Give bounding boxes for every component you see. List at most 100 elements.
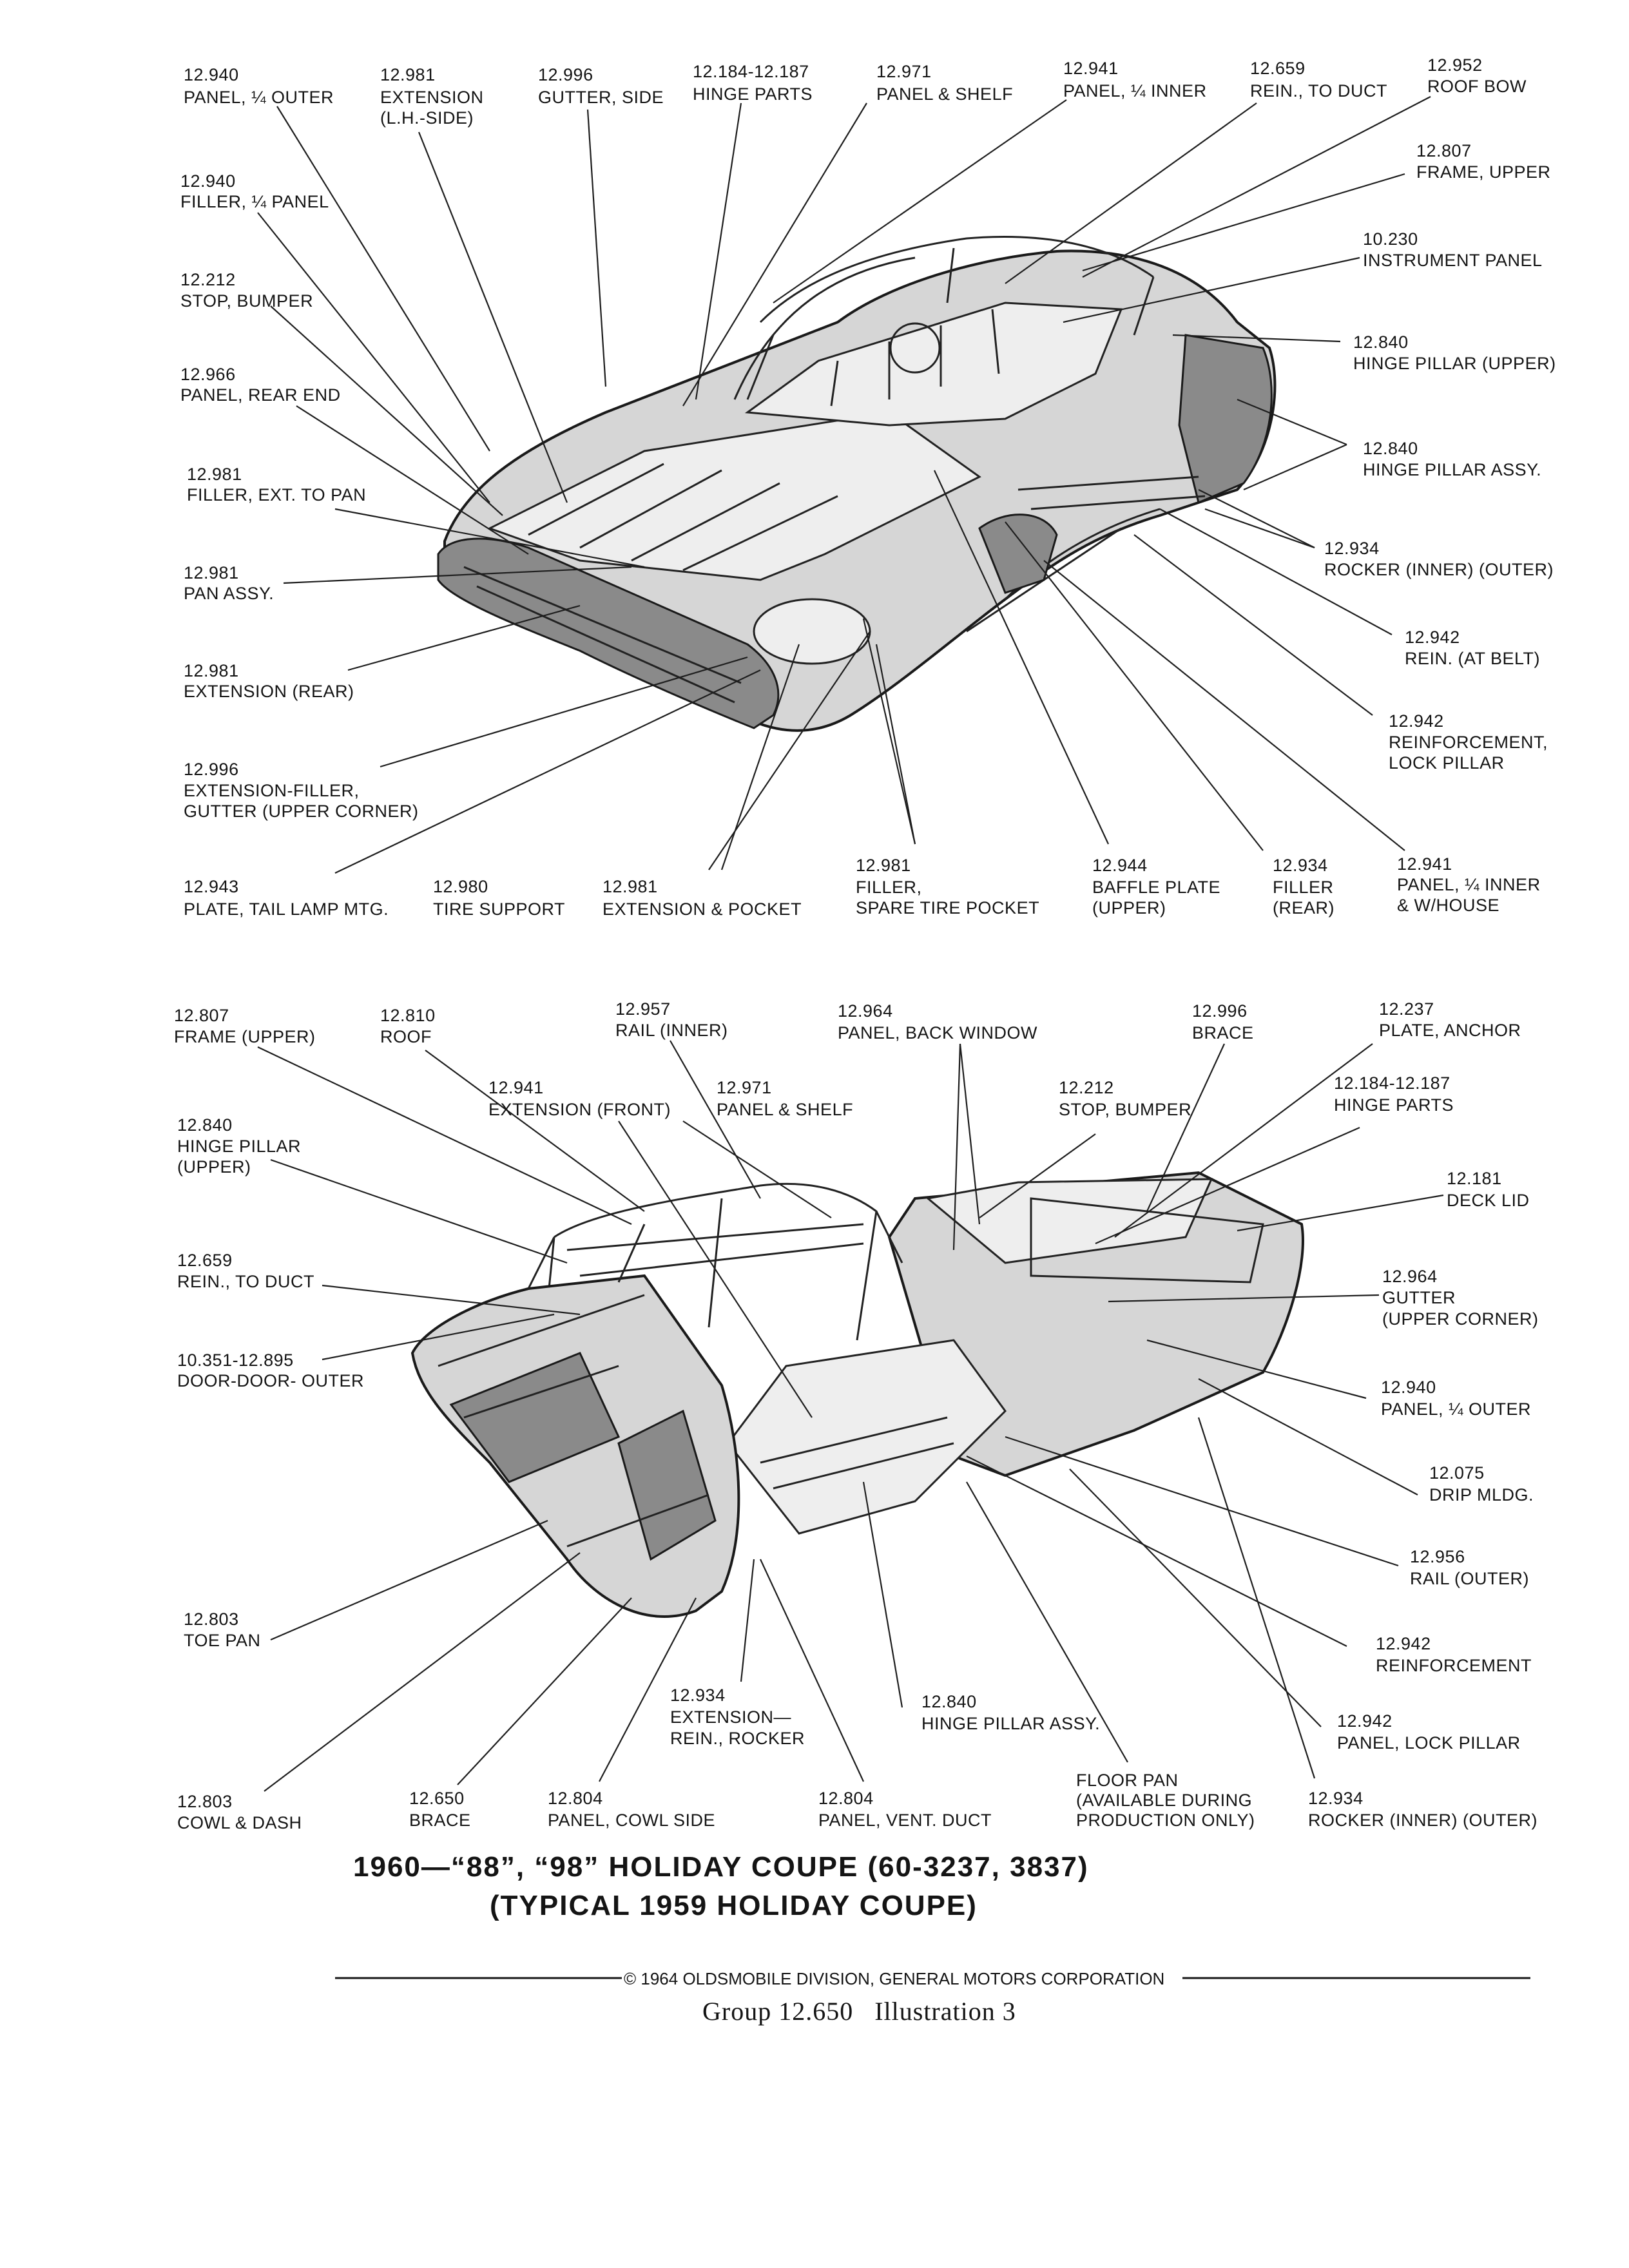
part-number: 12.810: [380, 1006, 436, 1025]
part-number: 12.934: [1273, 856, 1328, 875]
part-name: HINGE PARTS: [1334, 1095, 1454, 1115]
part-number: 12.803: [184, 1610, 239, 1629]
part-number: 12.981: [856, 856, 911, 875]
part-number: 12.181: [1447, 1169, 1502, 1188]
part-number: 12.981: [184, 661, 239, 680]
part-name: DECK LID: [1447, 1191, 1530, 1210]
part-name: HINGE PARTS: [693, 84, 813, 104]
part-name: GUTTER (UPPER CORNER): [184, 802, 419, 821]
part-number: 12.941: [488, 1078, 544, 1097]
part-name: ROCKER (INNER) (OUTER): [1308, 1811, 1537, 1830]
part-number: 12.956: [1410, 1547, 1465, 1566]
part-name: HINGE PILLAR (UPPER): [1353, 354, 1556, 373]
part-name: ROOF: [380, 1027, 432, 1046]
part-number: 12.957: [615, 999, 671, 1019]
part-number: 12.996: [184, 760, 239, 779]
part-number: 12.840: [177, 1115, 233, 1135]
part-number: 10.230: [1363, 229, 1418, 249]
part-name: (UPPER CORNER): [1382, 1309, 1539, 1329]
top-leader-lines: [257, 96, 1431, 874]
part-name: FILLER: [1273, 878, 1334, 897]
bottom-view-labels: 12.807 FRAME (UPPER) 12.810 ROOF 12.957 …: [174, 999, 1539, 1832]
part-name: REIN., TO DUCT: [177, 1272, 314, 1291]
part-name: FILLER, EXT. TO PAN: [187, 485, 366, 505]
part-name: REINFORCEMENT,: [1389, 733, 1548, 752]
part-number: 12.981: [187, 465, 242, 484]
part-number: 12.941: [1397, 854, 1452, 874]
part-name: RAIL (INNER): [615, 1021, 728, 1040]
part-number: 12.941: [1063, 59, 1119, 78]
top-body-shell-drawing: [437, 236, 1277, 732]
illustration-subtitle: (TYPICAL 1959 HOLIDAY COUPE): [490, 1890, 978, 1921]
group-illustration-reference: Group 12.650 Illustration 3: [702, 1997, 1016, 2026]
part-number: 12.942: [1405, 628, 1460, 647]
part-number: 12.184-12.187: [693, 62, 809, 81]
part-name: BAFFLE PLATE: [1092, 878, 1220, 897]
part-number: 12.971: [876, 62, 932, 81]
top-view-labels: 12.940 PANEL, ¼ OUTER 12.981 EXTENSION (…: [180, 55, 1556, 919]
part-name: EXTENSION & POCKET: [602, 899, 802, 919]
part-number: 12.840: [921, 1692, 977, 1711]
part-name: (UPPER): [177, 1157, 251, 1177]
part-name: REIN., ROCKER: [670, 1729, 805, 1748]
part-name: PANEL & SHELF: [876, 84, 1013, 104]
part-name: (AVAILABLE DURING: [1076, 1791, 1252, 1810]
part-number: 12.942: [1337, 1711, 1393, 1731]
part-number: 12.981: [602, 877, 658, 896]
part-name: REINFORCEMENT: [1376, 1656, 1532, 1675]
part-name: PLATE, ANCHOR: [1379, 1021, 1521, 1040]
part-number: 12.940: [184, 65, 239, 84]
part-number: 12.659: [1250, 59, 1306, 78]
part-name: BRACE: [1192, 1023, 1254, 1043]
part-name: REIN. (AT BELT): [1405, 649, 1540, 668]
part-name: PANEL, REAR END: [180, 385, 341, 405]
illustration-title: 1960—“88”, “98” HOLIDAY COUPE (60-3237, …: [353, 1851, 1089, 1883]
part-number: 12.934: [1308, 1789, 1364, 1808]
part-name: EXTENSION: [380, 88, 484, 107]
part-name: FILLER, ¼ PANEL: [180, 192, 329, 211]
part-name: FILLER,: [856, 878, 922, 897]
part-name: DRIP MLDG.: [1429, 1485, 1534, 1504]
part-number: 12.996: [1192, 1001, 1248, 1021]
part-name: GUTTER, SIDE: [538, 88, 664, 107]
bottom-leader-lines: [257, 1040, 1444, 1792]
part-number: 12.934: [670, 1686, 726, 1705]
part-name: PANEL, BACK WINDOW: [838, 1023, 1037, 1043]
part-name: HINGE PILLAR ASSY.: [1363, 460, 1541, 479]
part-number: 12.996: [538, 65, 593, 84]
part-number: 12.237: [1379, 999, 1434, 1019]
part-name: EXTENSION-FILLER,: [184, 781, 360, 800]
part-number: 12.184-12.187: [1334, 1073, 1451, 1093]
part-number: 12.964: [1382, 1267, 1438, 1286]
part-name: (UPPER): [1092, 898, 1166, 918]
part-name: PANEL, COWL SIDE: [548, 1811, 715, 1830]
part-number: 12.944: [1092, 856, 1148, 875]
part-name: PANEL, ¼ OUTER: [184, 88, 334, 107]
part-name: PANEL, ¼ INNER: [1397, 875, 1541, 894]
part-number: 10.351-12.895: [177, 1350, 294, 1370]
part-number: 12.966: [180, 365, 236, 384]
part-name: COWL & DASH: [177, 1813, 302, 1832]
part-number: 12.964: [838, 1001, 893, 1021]
part-number: 12.650: [409, 1789, 465, 1808]
part-name: EXTENSION—: [670, 1707, 791, 1727]
part-name: PANEL, LOCK PILLAR: [1337, 1733, 1521, 1753]
part-number: 12.981: [184, 563, 239, 582]
part-number: 12.804: [548, 1789, 603, 1808]
part-number: 12.807: [174, 1006, 229, 1025]
part-name: BRACE: [409, 1811, 471, 1830]
part-number: 12.940: [180, 171, 236, 191]
part-name: FRAME (UPPER): [174, 1027, 316, 1046]
part-number: 12.807: [1416, 141, 1472, 160]
part-name: & W/HOUSE: [1397, 896, 1499, 915]
bottom-body-shell-drawing: [410, 1171, 1304, 1618]
part-number: 12.075: [1429, 1463, 1485, 1483]
copyright-notice: © 1964 OLDSMOBILE DIVISION, GENERAL MOTO…: [624, 1969, 1164, 1988]
part-number: 12.804: [818, 1789, 874, 1808]
part-name: DOOR-DOOR- OUTER: [177, 1371, 364, 1390]
part-number: 12.971: [717, 1078, 772, 1097]
part-name: RAIL (OUTER): [1410, 1569, 1529, 1588]
part-number: 12.940: [1381, 1378, 1436, 1397]
part-number: 12.803: [177, 1792, 233, 1811]
